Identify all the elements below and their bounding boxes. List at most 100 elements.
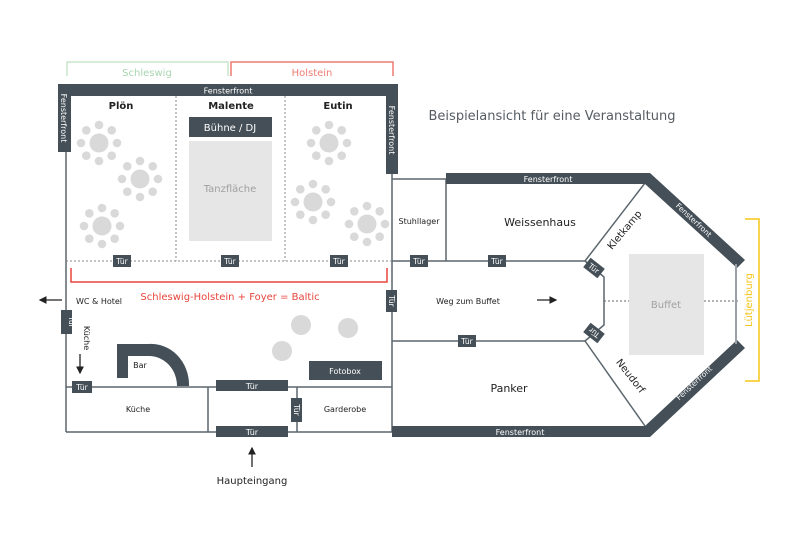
table (303, 192, 323, 212)
chair (123, 162, 132, 171)
bistro-table (272, 341, 292, 361)
luetjenburg-bracket: Lütjenburg (744, 218, 760, 382)
stage: Bühne / DJ (189, 117, 272, 137)
chair (85, 209, 94, 218)
door: Tür (410, 255, 428, 267)
svg-text:Tür: Tür (245, 428, 259, 437)
window-front-top: Fensterfront (58, 84, 398, 96)
chair (306, 138, 316, 148)
chair (135, 192, 145, 202)
svg-text:Fotobox: Fotobox (329, 367, 361, 376)
chair (296, 210, 305, 219)
holstein-bracket: Holstein (230, 61, 394, 79)
room-panker: Panker (490, 382, 528, 395)
baltic-label: Schleswig-Holstein + Foyer = Baltic (140, 292, 319, 303)
svg-text:Tür: Tür (245, 382, 259, 391)
round-table (290, 179, 336, 225)
svg-text:Tanzfläche: Tanzfläche (203, 184, 257, 195)
room-dividers (66, 96, 392, 262)
svg-text:Fensterfront: Fensterfront (387, 106, 396, 155)
main-entrance-label: Haupteingang (217, 476, 288, 487)
room-stuhllager: Stuhllager (399, 217, 441, 226)
svg-text:Fensterfront: Fensterfront (496, 428, 545, 437)
wc-hotel-label: WC & Hotel (76, 297, 122, 306)
chair (110, 234, 119, 243)
schleswig-bracket: Schleswig (66, 61, 229, 79)
door: Tür (61, 310, 76, 334)
table (92, 216, 112, 236)
svg-text:Tür: Tür (115, 257, 128, 266)
chair (321, 185, 331, 194)
room-weissenhaus: Weissenhaus (504, 216, 576, 229)
chair (296, 185, 305, 194)
door: Tür (72, 381, 92, 393)
svg-text:Buffet: Buffet (651, 300, 681, 311)
chair (82, 151, 91, 160)
door: Tür (330, 255, 348, 267)
room-malente: Malente (208, 101, 254, 112)
chair (135, 156, 145, 166)
round-table (79, 203, 125, 249)
svg-text:Tür: Tür (75, 383, 88, 392)
chair (79, 221, 89, 231)
svg-text:Bühne / DJ: Bühne / DJ (204, 123, 256, 134)
chair (312, 126, 321, 135)
svg-text:Tür: Tür (292, 403, 301, 416)
door: Tür (216, 380, 288, 391)
chair (324, 156, 334, 166)
chair (326, 197, 336, 207)
door: Tür (583, 257, 605, 279)
holstein-label: Holstein (292, 68, 333, 79)
door: Tür (386, 290, 397, 312)
chair (112, 138, 122, 148)
chair (308, 215, 318, 225)
room-kletkamp: Kletkamp (606, 209, 645, 252)
chair (82, 126, 91, 135)
door: Tür (291, 398, 302, 422)
baltic-bracket: Schleswig-Holstein + Foyer = Baltic (70, 268, 388, 303)
room-eutin: Eutin (323, 101, 352, 112)
bistro-table (338, 318, 358, 338)
chair (312, 151, 321, 160)
door: Tür (583, 322, 605, 344)
chair (350, 232, 359, 241)
chair (110, 209, 119, 218)
bar-counter: Bar (117, 343, 190, 386)
chair (76, 138, 86, 148)
chair (362, 201, 372, 211)
chair (107, 151, 116, 160)
svg-text:Tür: Tür (490, 257, 503, 266)
room-garderobe: Garderobe (324, 405, 366, 414)
chair (97, 239, 107, 249)
chair (115, 221, 125, 231)
schleswig-label: Schleswig (122, 68, 172, 79)
luetjenburg-label: Lütjenburg (744, 273, 755, 327)
chair (324, 120, 334, 130)
door: Tür (221, 255, 239, 267)
bistro-table (291, 315, 311, 335)
window-front-right: Fensterfront (386, 84, 398, 174)
chair (321, 210, 331, 219)
page-title: Beispielansicht für eine Veranstaltung (429, 109, 676, 124)
table (357, 214, 377, 234)
svg-text:Bar: Bar (133, 361, 147, 370)
chair (94, 120, 104, 130)
dancefloor: Tanzfläche (189, 141, 272, 241)
svg-text:Tür: Tür (332, 257, 345, 266)
chair (350, 207, 359, 216)
chair (375, 207, 385, 216)
svg-text:Fensterfront: Fensterfront (204, 87, 253, 96)
room-ploen: Plön (109, 101, 134, 112)
chair (290, 197, 300, 207)
chair (337, 126, 347, 135)
buffet-table: Buffet (629, 254, 704, 355)
room-neudorf: Neudorf (613, 357, 647, 396)
svg-text:Tür: Tür (223, 257, 236, 266)
table (130, 169, 150, 189)
main-entrance-door: Tür (216, 426, 288, 437)
door: Tür (458, 335, 476, 347)
table (319, 133, 339, 153)
door: Tür (488, 255, 506, 267)
door: Tür (113, 255, 131, 267)
